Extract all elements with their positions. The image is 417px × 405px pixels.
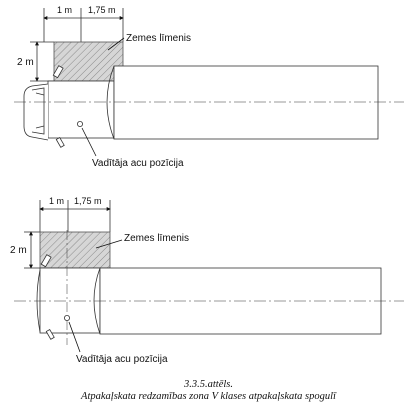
bottom-cab xyxy=(39,267,101,334)
bottom-ground-leader xyxy=(95,239,123,249)
top-mirror xyxy=(52,65,64,79)
top-trailer xyxy=(113,65,379,140)
figure-caption-title: Atpakaļskata redzamības zona V klases at… xyxy=(81,391,336,402)
top-truck-diagram xyxy=(14,8,404,157)
bottom-ground-area xyxy=(39,231,111,269)
top-cab xyxy=(47,80,115,139)
top-dim-175m-label: 1,75 m xyxy=(88,5,116,15)
bottom-eye-position-marker xyxy=(64,314,71,321)
bottom-mirror xyxy=(40,254,52,268)
top-cab-front xyxy=(23,83,49,141)
bottom-dim-175m-label: 1,75 m xyxy=(74,196,102,206)
bottom-eye-label: Vadītāja acu pozīcija xyxy=(76,354,168,365)
top-eye-label: Vadītāja acu pozīcija xyxy=(92,158,184,169)
bottom-ground-label: Zemes līmenis xyxy=(124,233,189,244)
top-eye-position-marker xyxy=(77,121,84,128)
bottom-truck-diagram xyxy=(14,200,404,353)
top-dim-2m-label: 2 m xyxy=(17,57,34,68)
top-ground-label: Zemes līmenis xyxy=(126,33,191,44)
figure-caption-number: 3.3.5.attēls. xyxy=(184,379,233,390)
top-ground-area xyxy=(53,41,124,82)
bottom-dim-2m-label: 2 m xyxy=(10,245,27,256)
top-dim-1m-label: 1 m xyxy=(57,5,72,15)
bottom-dim-1m-label: 1 m xyxy=(49,196,64,206)
top-eye-leader xyxy=(81,127,97,157)
bottom-eye-leader xyxy=(68,321,81,353)
top-ground-leader xyxy=(107,37,125,51)
